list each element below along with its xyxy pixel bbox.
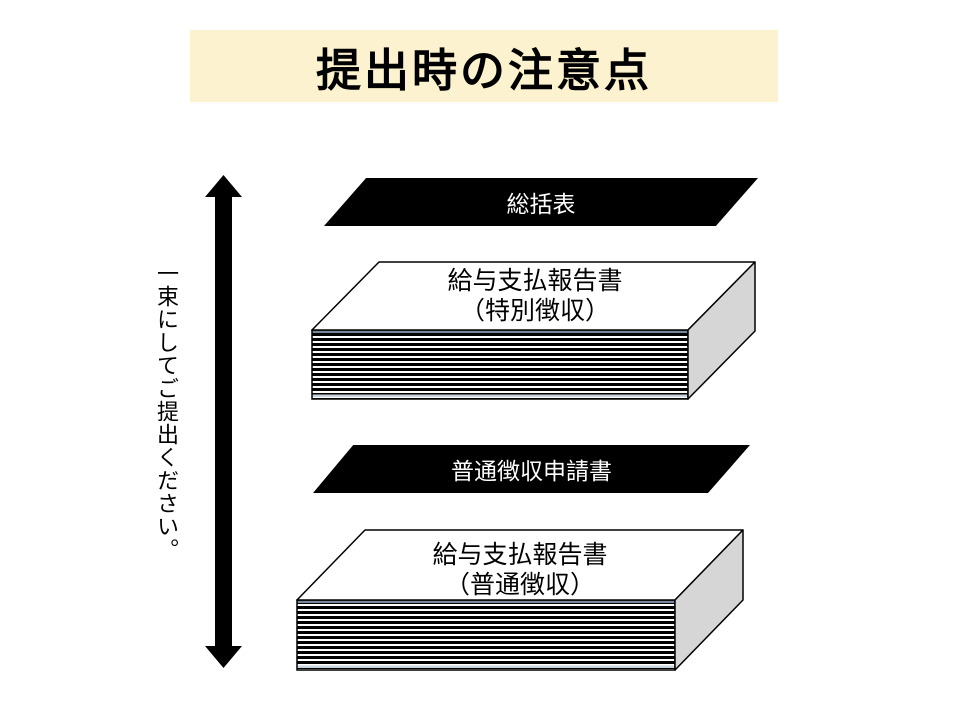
stack-special-label-line1: 給与支払報告書	[447, 267, 623, 295]
stack-special-label-line2: （特別徴収）	[459, 297, 610, 325]
banner-summary-table: 総括表	[324, 178, 758, 226]
double-arrow-shape	[205, 175, 242, 668]
banner-summary-table-label: 総括表	[506, 191, 576, 217]
stack-front-bottom-edge	[312, 394, 688, 397]
stack-front-bottom-edge	[297, 665, 675, 668]
paper-stack-ordinary	[296, 529, 744, 671]
stack-front-top-edge	[297, 600, 675, 603]
stack-special-label: 給与支払報告書 （特別徴収）	[330, 266, 740, 326]
page-title: 提出時の注意点	[315, 44, 652, 96]
title-banner: 提出時の注意点	[190, 30, 778, 102]
banner-ordinary-application: 普通徴収申請書	[313, 445, 750, 493]
bundle-note: 一束にしてご提出ください。	[154, 262, 179, 561]
bundle-arrow-icon	[200, 170, 248, 673]
stack-side-face	[687, 261, 756, 400]
stack-front-top-edge	[312, 330, 688, 333]
stack-ordinary-label: 給与支払報告書 （普通徴収）	[315, 540, 725, 600]
stack-ordinary-label-line1: 給与支払報告書	[432, 541, 608, 569]
double-vertical-arrow-icon	[205, 175, 242, 668]
stack-ordinary-label-line2: （普通徴収）	[444, 571, 595, 599]
stack-front-pages	[312, 330, 688, 399]
stack-front-pages	[297, 600, 675, 670]
paper-stack-special	[311, 261, 756, 400]
stack-side-face	[674, 529, 744, 671]
banner-ordinary-application-label: 普通徴収申請書	[451, 458, 612, 484]
